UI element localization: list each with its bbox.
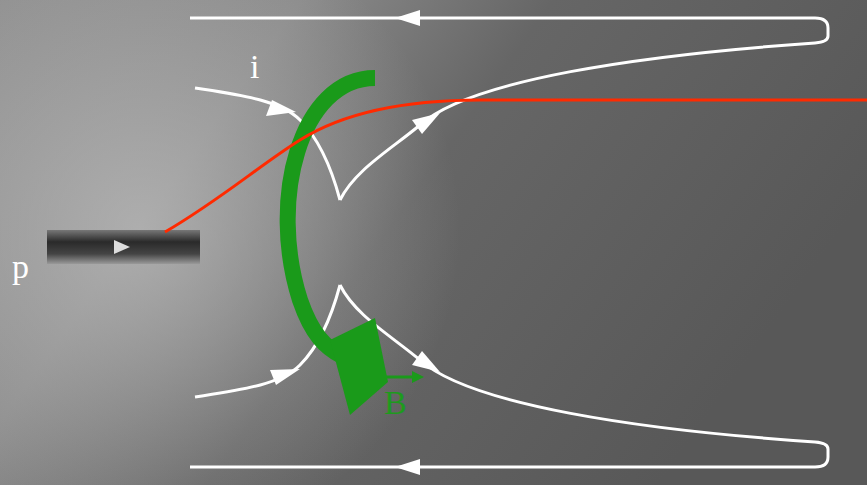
particle-trajectory: [165, 100, 867, 232]
current-arrowheads: [266, 10, 440, 475]
arrowhead: [270, 369, 300, 385]
arrowhead: [395, 10, 420, 26]
probe-bar: [47, 230, 200, 264]
vector-head: [412, 371, 424, 383]
arrowhead: [395, 459, 420, 475]
momentum-label: p: [12, 250, 29, 284]
lower-current-loop: [190, 285, 828, 467]
current-label: i: [250, 50, 259, 84]
field-label: B: [384, 386, 407, 420]
vector-shaft: [384, 376, 414, 379]
arrowhead: [266, 100, 296, 116]
arrowhead: [412, 113, 440, 134]
arrowhead: [412, 351, 440, 372]
magnetic-field-arc: [288, 78, 375, 356]
current-lines: [190, 18, 828, 467]
beam-arrowhead: [114, 240, 130, 254]
field-arrowhead: [330, 318, 388, 415]
vector-arrow: [384, 371, 424, 383]
